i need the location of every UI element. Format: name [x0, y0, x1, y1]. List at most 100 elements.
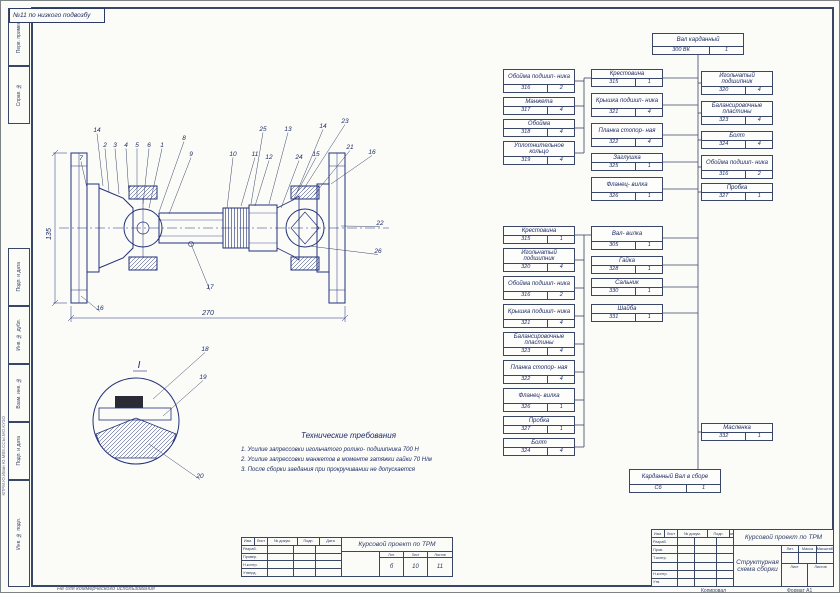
leader-line	[148, 148, 163, 209]
side-designation: КПРМ.Ю.Иван Ю.МВ5.ССЫ.МО.КУЗО	[1, 381, 9, 531]
part-number: 22	[375, 220, 384, 227]
dim-height: 135	[46, 228, 53, 240]
scheme-node-name: Шайба	[617, 305, 637, 312]
leader-line	[280, 160, 300, 209]
gost-frame	[31, 7, 834, 587]
project-title: Курсовой проект по ТРМ	[734, 530, 833, 546]
scheme-node-code: 316	[504, 85, 549, 92]
role-nkontr: Н.контр.	[652, 570, 678, 578]
sheet-label: Лист	[404, 552, 427, 558]
leader-line	[96, 133, 104, 187]
leader-line	[308, 245, 379, 255]
tech-requirement-item: 1. Усилие запрессовки игольчатого ролико…	[241, 447, 419, 453]
part-number: 5	[135, 142, 139, 149]
scheme-node-qty: 2	[559, 292, 563, 298]
leader-line	[152, 352, 206, 400]
part-number: 17	[206, 284, 214, 291]
shaft-geometry	[59, 152, 389, 304]
detail-view: I	[92, 360, 180, 465]
scheme-node-code: 323	[504, 348, 549, 355]
main-title-block: Изм. Лист № докум. Подп. Дата Разраб. Пр…	[651, 529, 834, 587]
leader-line	[168, 157, 192, 215]
scheme-node-qty: 1	[647, 163, 651, 169]
scheme-node-qty: 1	[559, 404, 563, 410]
role-empty	[652, 562, 678, 570]
top-left-stamp-text: №11 по низкого подвозбу	[13, 12, 91, 19]
leader-line	[125, 148, 130, 197]
scheme-node-code: 315	[504, 236, 549, 243]
scheme-node-name: Пробка	[528, 417, 550, 424]
scheme-node-code: 330	[592, 288, 637, 295]
scheme-node-name: Обойма подшип- ника	[706, 159, 768, 166]
leader-line	[114, 148, 120, 195]
part-number: 21	[345, 144, 354, 151]
leader-line	[80, 161, 88, 189]
edge-stamp: Подп. и дата	[8, 248, 30, 306]
dimension-lines	[51, 149, 349, 322]
leader-line	[226, 157, 234, 209]
scale-label: Масштаб	[816, 547, 833, 551]
scheme-node-qty: 1	[701, 485, 706, 491]
document-name: Структурная схема сборки	[736, 559, 779, 573]
mass-label: Масса	[799, 546, 817, 552]
sheet-label: Лист	[782, 564, 808, 586]
part-number: 8	[182, 135, 186, 142]
role-utverd: Утверд.	[242, 569, 268, 576]
scheme-node-code: 305	[592, 242, 637, 249]
scheme-node-name: Гайка	[619, 257, 635, 264]
scheme-node-code: 322	[504, 376, 549, 383]
scheme-node-code: 326	[592, 193, 637, 200]
scheme-node-code: 316	[702, 171, 747, 178]
scheme-node-name: Заглушка	[613, 154, 641, 161]
scheme-node-code: 320	[702, 87, 747, 94]
copied-label: Копировал	[701, 588, 727, 593]
main-title-block-left-grid: Изм. Лист № докум. Подп. Дата Разраб. Пр…	[652, 530, 734, 586]
scheme-node-qty: 1	[757, 193, 761, 199]
scheme-node-code: 327	[702, 193, 747, 200]
leader-line	[250, 132, 264, 205]
scheme-node-code: 319	[504, 157, 549, 164]
part-number: 11	[252, 151, 259, 158]
sheet-value: 10	[412, 564, 419, 570]
edge-stamp: Подп. и дата	[8, 422, 30, 480]
scheme-node-name: Болт	[531, 439, 547, 446]
scheme-node-code: 326	[504, 404, 549, 411]
scheme-node-code: 324	[702, 141, 747, 148]
edge-stamp-label: Инв. № дубл.	[16, 319, 22, 351]
scheme-node-code: 321	[592, 109, 637, 116]
scheme-node-name: Болт	[729, 132, 745, 139]
part-number: 6	[147, 142, 151, 149]
scheme-node-qty: 4	[757, 87, 761, 93]
scheme-node-name: Балансировочные пластины	[513, 333, 565, 346]
col-izm: Изм.	[652, 530, 665, 538]
dim-length: 270	[201, 310, 214, 317]
scheme-node-code: 327	[504, 426, 549, 433]
title-block-left-grid: Изм. Лист № докум. Подп. Дата Разраб. Пр…	[242, 538, 342, 576]
lit-label: Лит.	[782, 546, 800, 552]
part-number: 12	[265, 154, 273, 161]
scheme-node-qty: 4	[559, 448, 563, 454]
mass-value	[799, 553, 817, 563]
scheme-node-code: 318	[504, 129, 549, 136]
empty-cell	[342, 552, 380, 576]
scheme-node-qty: 4	[757, 117, 761, 123]
scheme-node-qty: 4	[559, 264, 563, 270]
scheme-node-code: 332	[702, 433, 747, 440]
scheme-node-code: 328	[592, 266, 637, 273]
role-razrab: Разраб.	[652, 538, 678, 546]
scheme-node-qty: 4	[559, 107, 563, 113]
scheme-node-code: 300 ВК	[653, 47, 711, 54]
scale-value	[817, 553, 833, 563]
scheme-node-name: Крестовина	[521, 227, 557, 234]
lit-mass-scale-block: Лит. Масса Масштаб Лист Листов	[781, 546, 833, 586]
part-number: 2	[102, 142, 107, 149]
